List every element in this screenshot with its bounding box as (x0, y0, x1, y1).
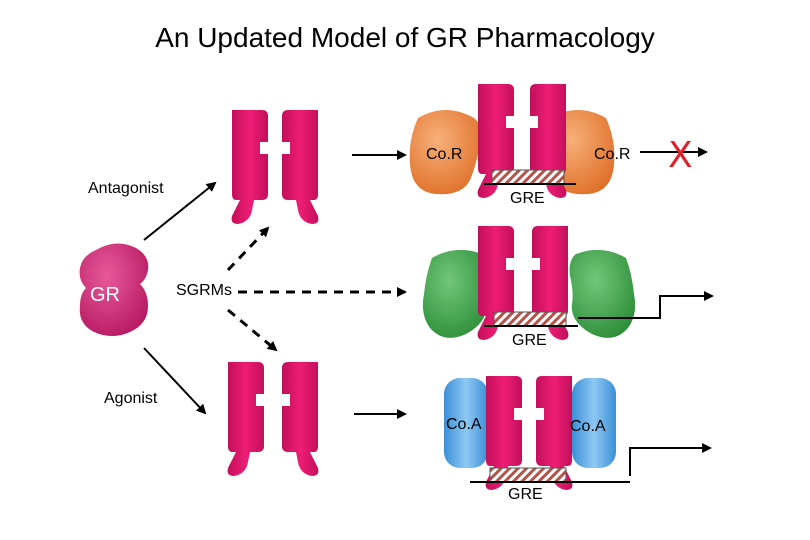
page-title: An Updated Model of GR Pharmacology (155, 22, 655, 53)
gre-middle-label: GRE (512, 332, 547, 349)
corepressor-right-label: Co.R (594, 146, 631, 163)
agonist-label: Agonist (104, 390, 158, 407)
dna-strand-icon (489, 467, 567, 483)
coactivator-right-label: Co.A (570, 418, 606, 435)
gre-top-label: GRE (510, 190, 545, 207)
blocked-icon: X (668, 135, 693, 176)
dna-strand-icon (493, 311, 567, 327)
dna-strand-icon (491, 169, 565, 185)
receptor-dimer-icon (227, 362, 319, 476)
gr-label: GR (90, 284, 120, 306)
corepressor-left-label: Co.R (426, 146, 463, 163)
gre-bottom-label: GRE (508, 486, 543, 503)
antagonist-label: Antagonist (88, 180, 164, 197)
gr-blob-icon (79, 243, 149, 336)
receptor-dimer-icon (231, 110, 319, 224)
agonist-arrow (143, 347, 207, 415)
antagonist-arrow (143, 181, 217, 241)
coactivator-complex (444, 376, 712, 490)
sgrms-label: SGRMs (176, 282, 232, 299)
sgrm-coregulator-complex (422, 226, 714, 340)
sgrm-dashed-arrows (226, 226, 407, 352)
corepressor-complex (409, 84, 615, 198)
coactivator-left-label: Co.A (446, 416, 482, 433)
